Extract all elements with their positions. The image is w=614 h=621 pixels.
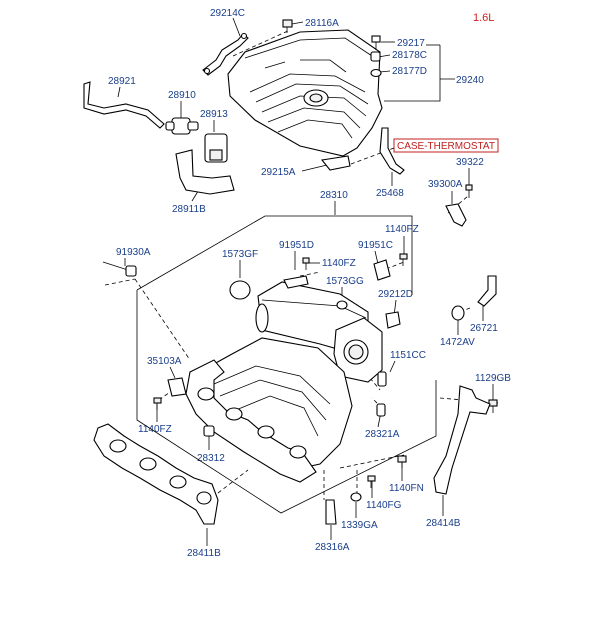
- stay-28414b[interactable]: [433, 385, 491, 495]
- bolt-39322[interactable]: [465, 184, 473, 198]
- washer-28177d[interactable]: [370, 68, 382, 78]
- part-label-29215a[interactable]: 29215A: [261, 167, 296, 178]
- case-thermostat-box[interactable]: [393, 138, 499, 153]
- part-label-28316a[interactable]: 28316A: [315, 542, 350, 553]
- stud-1151cc[interactable]: [377, 371, 387, 387]
- part-label-28414b[interactable]: 28414B: [426, 518, 461, 529]
- part-label-26721[interactable]: 26721: [470, 323, 498, 334]
- part-label-1140fz-top[interactable]: 1140FZ: [385, 224, 419, 235]
- part-label-29240[interactable]: 29240: [456, 75, 484, 86]
- part-label-1140fz-mid[interactable]: 1140FZ: [322, 258, 356, 269]
- part-label-1573gf[interactable]: 1573GF: [222, 249, 258, 260]
- part-label-1140fz-left[interactable]: 1140FZ: [138, 424, 172, 435]
- bolt-1140fz-mid[interactable]: [302, 257, 310, 270]
- part-label-1140fn[interactable]: 1140FN: [389, 483, 424, 494]
- part-label-28913[interactable]: 28913: [200, 109, 228, 120]
- part-label-29212d[interactable]: 29212D: [378, 289, 413, 300]
- bracket-29215a[interactable]: [320, 155, 351, 171]
- bracket-91951c[interactable]: [373, 259, 391, 281]
- bolt-1140fn[interactable]: [397, 455, 407, 468]
- part-label-1129gb[interactable]: 1129GB: [475, 373, 511, 384]
- part-label-1472av[interactable]: 1472AV: [440, 337, 475, 348]
- engine-cover[interactable]: [227, 29, 383, 157]
- bolt-1140fg[interactable]: [367, 475, 376, 488]
- bolt-1140fz-top[interactable]: [399, 253, 408, 266]
- part-label-28312[interactable]: 28312: [197, 453, 225, 464]
- valve-28910[interactable]: [165, 117, 199, 135]
- fitting-29212d[interactable]: [385, 311, 401, 329]
- part-label-28177d[interactable]: 28177D: [392, 66, 427, 77]
- part-label-91930a[interactable]: 91930A: [116, 247, 151, 258]
- part-label-39300a[interactable]: 39300A: [428, 179, 463, 190]
- part-label-25468[interactable]: 25468: [376, 188, 404, 199]
- gasket-28411b[interactable]: [93, 423, 219, 525]
- bolt-1140fz-left[interactable]: [153, 397, 162, 410]
- part-label-28910[interactable]: 28910: [168, 90, 196, 101]
- part-label-28921[interactable]: 28921: [108, 76, 136, 87]
- plug-1573gg[interactable]: [336, 300, 348, 310]
- washer-1339ga[interactable]: [350, 492, 362, 502]
- case-thermostat-label: CASE-THERMOSTAT: [397, 141, 495, 152]
- part-label-28911b[interactable]: 28911B: [172, 204, 206, 215]
- part-label-28116a[interactable]: 28116A: [305, 18, 339, 29]
- engine-spec-label: 1.6L: [473, 12, 494, 24]
- assembly-frame-bottom: [136, 290, 437, 514]
- part-label-28310[interactable]: 28310: [320, 190, 348, 201]
- assembly-frame-top: [136, 215, 413, 295]
- part-label-91951d[interactable]: 91951D: [279, 240, 314, 251]
- clamp-1472av[interactable]: [451, 305, 465, 321]
- part-label-29214c[interactable]: 29214C: [210, 8, 245, 19]
- hose-26721[interactable]: [477, 275, 497, 307]
- hose-28921[interactable]: [83, 81, 165, 129]
- hose-25468[interactable]: [379, 127, 405, 175]
- bolt-1129gb[interactable]: [488, 399, 498, 413]
- part-label-1140fg[interactable]: 1140FG: [366, 500, 402, 511]
- part-label-1339ga[interactable]: 1339GA: [341, 520, 378, 531]
- stud-28312[interactable]: [203, 425, 215, 437]
- bolt-29217[interactable]: [371, 35, 381, 50]
- bracket-28316a[interactable]: [325, 499, 337, 525]
- bracket-28911b[interactable]: [175, 149, 235, 195]
- part-label-29217[interactable]: 29217: [397, 38, 425, 49]
- part-label-1573gg[interactable]: 1573GG: [326, 276, 364, 287]
- part-label-91951c[interactable]: 91951C: [358, 240, 393, 251]
- bracket-29214c[interactable]: [202, 32, 249, 76]
- part-label-35103a[interactable]: 35103A: [147, 356, 182, 367]
- grommet-28178c[interactable]: [370, 51, 381, 62]
- nut-28321a[interactable]: [376, 403, 386, 417]
- part-label-39322[interactable]: 39322: [456, 157, 484, 168]
- bracket-39300a[interactable]: [445, 203, 467, 227]
- part-label-28411b[interactable]: 28411B: [187, 548, 221, 559]
- bolt-28116a[interactable]: [282, 19, 293, 33]
- sensor-35103a[interactable]: [167, 377, 187, 397]
- cap-1573gf[interactable]: [229, 280, 251, 300]
- part-label-28321a[interactable]: 28321A: [365, 429, 400, 440]
- intake-manifold-28310[interactable]: [185, 281, 383, 483]
- sensor-28913[interactable]: [204, 133, 228, 163]
- part-label-28178c[interactable]: 28178C: [392, 50, 427, 61]
- bracket-91951d[interactable]: [283, 275, 309, 289]
- stud-91930a[interactable]: [102, 261, 137, 277]
- part-label-1151cc[interactable]: 1151CC: [390, 350, 426, 361]
